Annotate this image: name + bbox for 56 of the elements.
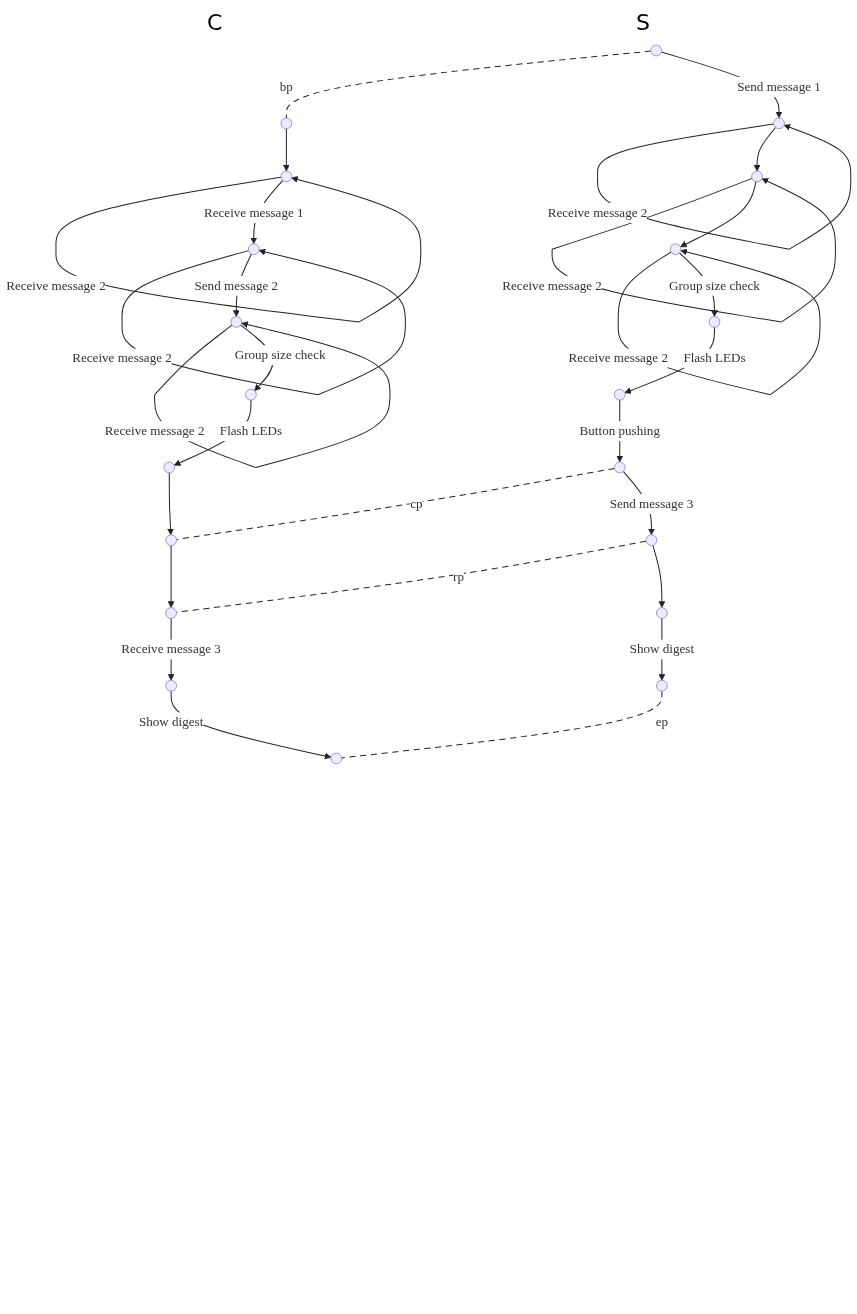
- column-heading: S: [636, 10, 651, 35]
- arrow: [121, 248, 406, 396]
- node-circle: [280, 170, 293, 183]
- arrow: [680, 181, 757, 248]
- node-circle: [656, 679, 668, 692]
- edge-label: rp: [453, 569, 465, 584]
- edge-label: Flash LEDs: [683, 350, 746, 366]
- arrow: [551, 177, 836, 323]
- edge-label: Receive message 2: [72, 350, 172, 366]
- node-circle: [330, 752, 343, 765]
- edge-label: bp: [279, 79, 293, 95]
- arrow: [652, 544, 666, 608]
- node-circle: [650, 44, 663, 57]
- arrow: [167, 472, 174, 536]
- connector: [341, 690, 663, 759]
- edge-label: Group size check: [669, 278, 760, 293]
- edge-label: Receive message 2: [547, 205, 648, 220]
- edge-label: Receive message 1: [203, 205, 304, 220]
- edge-label: Flash LEDs: [219, 423, 283, 439]
- node-circle: [165, 607, 177, 619]
- edge-label: Receive message 2: [6, 278, 106, 293]
- edge-label: Receive message 3: [121, 641, 221, 657]
- connector: [175, 467, 615, 540]
- node-circle: [645, 534, 658, 546]
- node-circle: [669, 243, 682, 255]
- edge-label: Receive message 2: [502, 278, 602, 293]
- edge-label: Show digest: [138, 714, 204, 730]
- node-circle: [656, 607, 668, 619]
- node-circle: [165, 534, 177, 546]
- node-circle: [614, 388, 626, 401]
- edge-label: Receive message 2: [104, 423, 205, 439]
- connector: [285, 50, 652, 119]
- edge-label: cp: [410, 496, 423, 511]
- edge-label: Show digest: [629, 641, 695, 657]
- edge-label: Button pushing: [579, 423, 660, 439]
- edge-label: ep: [655, 714, 669, 730]
- node-circle: [245, 388, 257, 401]
- node-circle: [280, 117, 293, 130]
- node-circle: [248, 243, 260, 255]
- arrow: [283, 128, 290, 172]
- edge-label: Send message 3: [609, 496, 694, 511]
- node-circle: [614, 461, 626, 474]
- arrow: [753, 126, 777, 172]
- edge-label: Group size check: [234, 347, 326, 363]
- arrow: [597, 123, 852, 250]
- node-circle: [708, 316, 721, 328]
- edge-label: Receive message 2: [568, 350, 668, 366]
- edge-label: Send message 2: [194, 278, 279, 293]
- node-circle: [230, 316, 243, 328]
- node-circle: [773, 117, 785, 130]
- edge-label: Send message 1: [737, 79, 821, 95]
- column-heading: C: [206, 10, 223, 35]
- arrow: [167, 545, 175, 608]
- node-circle: [163, 461, 176, 474]
- node-circle: [751, 170, 763, 183]
- node-circle: [165, 679, 177, 692]
